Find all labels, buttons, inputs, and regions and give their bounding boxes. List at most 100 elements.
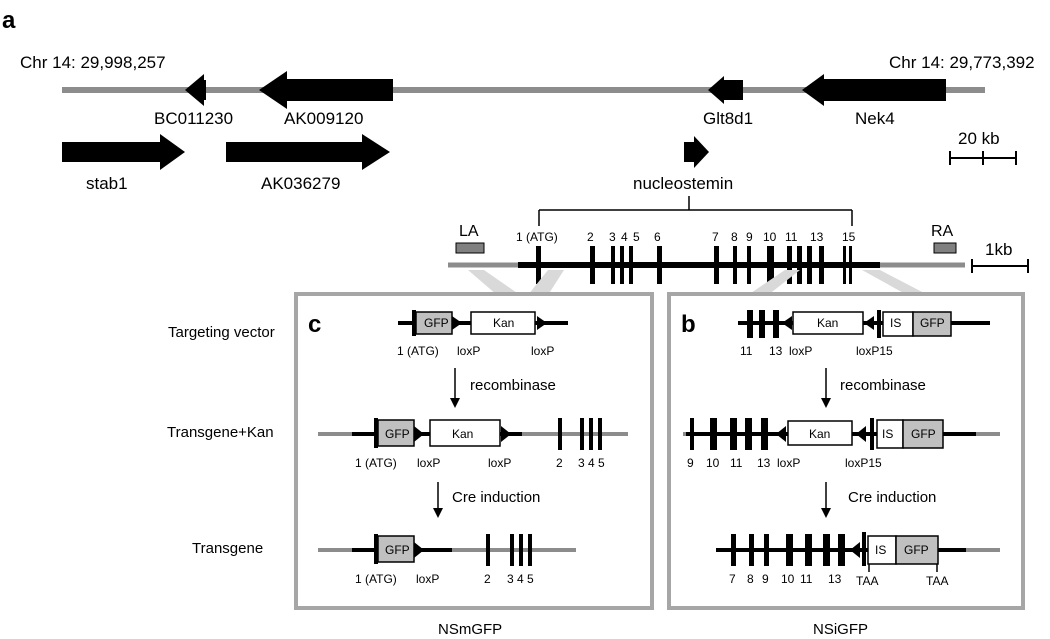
gene-arrow-bc011230	[185, 74, 206, 106]
panel-c-t-exon3-label: 3	[507, 572, 514, 586]
gene-arrow-glt8d1	[708, 76, 743, 104]
row-label-transgene: Transgene	[192, 540, 263, 557]
is-box	[867, 535, 897, 565]
panel-b-name: NSiGFP	[813, 621, 868, 638]
panel-c-t-exon2-label: 2	[484, 572, 491, 586]
panel-b-tv-loxp15-label: loxP15	[856, 344, 893, 358]
exon-label-10: 10	[763, 230, 777, 244]
exon-label-3: 3	[609, 230, 616, 244]
panel-b-tk-loxp15-label: loxP15	[845, 456, 882, 470]
panel-b-t-is-label: IS	[875, 543, 886, 557]
gfp-box	[912, 311, 952, 337]
row-label-transgene-kan: Transgene+Kan	[167, 424, 274, 441]
panel-b-recombinase-label: recombinase	[840, 377, 926, 394]
left-arm-label: LA	[459, 223, 479, 240]
panel-b-t-exon11-label: 11	[800, 572, 813, 586]
panel-c-t-exon4-label: 4	[517, 572, 524, 586]
gfp-box	[377, 535, 415, 563]
panel-c-tk-loxp2-label: loxP	[488, 456, 511, 470]
panel-b-frame	[667, 292, 1025, 610]
panel-c-cre-label: Cre induction	[452, 489, 540, 506]
scale-bar-20kb	[949, 151, 1017, 165]
scale-label-1kb: 1kb	[985, 240, 1012, 259]
loxp-triangle	[782, 316, 792, 330]
panel-b-tv-exon11-label: 11	[740, 344, 753, 358]
gene-arrow-ak036279	[226, 134, 390, 170]
kan-box	[470, 311, 536, 335]
panel-b-tk-loxp-label: loxP	[777, 456, 800, 470]
panel-b-tv-is-label: IS	[890, 316, 901, 330]
panel-c-t-loxp-label: loxP	[416, 572, 439, 586]
gene-map-exons	[536, 246, 852, 284]
gene-label-bc011230: BC011230	[154, 109, 233, 128]
arrow-down-icon	[450, 398, 460, 408]
panel-c-tk-exon3-label: 3	[578, 456, 585, 470]
loxp15-triangle	[856, 426, 866, 442]
loxp-triangle	[776, 426, 786, 442]
gene-label-nucleostemin: nucleostemin	[633, 174, 733, 193]
exon-label-9: 9	[746, 230, 753, 244]
panel-b-tk-exon13-label: 13	[757, 456, 771, 470]
panel-b-transgene-kan	[683, 418, 1000, 450]
panel-b-cre-label: Cre induction	[848, 489, 936, 506]
panel-c-frame	[294, 292, 654, 610]
gene-label-glt8d1: Glt8d1	[703, 109, 753, 128]
exon-label-2: 2	[587, 230, 594, 244]
right-arm-box	[933, 242, 957, 254]
exon-label-8: 8	[731, 230, 738, 244]
panel-b-t-exon8-label: 8	[747, 572, 754, 586]
panel-b-tk-kan-label: Kan	[809, 427, 830, 441]
homology-projection-c-left	[468, 270, 520, 295]
scale-label-20kb: 20 kb	[958, 129, 1000, 148]
kan-box	[787, 420, 853, 446]
gene-label-nek4: Nek4	[855, 109, 895, 128]
panel-b-t-exon10-label: 10	[781, 572, 795, 586]
chr-left-coordinate: Chr 14: 29,998,257	[20, 53, 166, 72]
panel-c-tk-exon2-label: 2	[556, 456, 563, 470]
homology-projection-c-right	[528, 270, 564, 295]
arrow-down-icon	[821, 508, 831, 518]
panel-c-tk-gfp-label: GFP	[385, 427, 410, 441]
panel-c-tv-loxp2-label: loxP	[531, 344, 554, 358]
panel-b-t-exon7-label: 7	[729, 572, 736, 586]
loxp-triangle	[501, 426, 511, 442]
loxp-triangle	[414, 426, 424, 442]
gene-label-ak009120: AK009120	[284, 109, 363, 128]
gene-arrow-nucleostemin	[684, 136, 709, 168]
loxp-triangle	[850, 542, 860, 558]
panel-c-t-exon5-label: 5	[527, 572, 534, 586]
panel-b-tv-loxp-label: loxP	[789, 344, 812, 358]
zoom-bracket	[538, 196, 853, 226]
exon-label-5: 5	[633, 230, 640, 244]
loxp-triangle	[537, 316, 547, 330]
panel-b-tk-exon9-label: 9	[687, 456, 694, 470]
panel-b-tk-gfp-label: GFP	[911, 427, 936, 441]
loxp15-triangle	[864, 316, 874, 330]
panel-a-label: a	[2, 7, 16, 34]
scale-bar-1kb	[971, 259, 1029, 273]
panel-b-tk-exon10-label: 10	[706, 456, 720, 470]
panel-b-t-taa2-label: TAA	[926, 574, 948, 588]
panel-c-label: c	[308, 311, 321, 338]
exon-label-1: 1 (ATG)	[516, 230, 558, 244]
loxp-triangle	[452, 316, 462, 330]
panel-c-tv-kan-label: Kan	[493, 316, 514, 330]
panel-c-tk-exon4-label: 4	[588, 456, 595, 470]
gene-label-stab1: stab1	[86, 174, 128, 193]
homology-projection-b-left	[748, 270, 800, 295]
panel-c-tk-kan-label: Kan	[452, 427, 473, 441]
chr-right-coordinate: Chr 14: 29,773,392	[889, 53, 1035, 72]
right-arm-label: RA	[931, 223, 954, 240]
exon-label-6: 6	[654, 230, 661, 244]
panel-b-transgene	[716, 532, 1000, 572]
panel-c-t-atg-label: 1 (ATG)	[355, 572, 397, 586]
panel-b-tk-is-label: IS	[882, 427, 893, 441]
panel-c-tv-atg-label: 1 (ATG)	[397, 344, 439, 358]
gene-arrow-stab1	[62, 134, 185, 170]
panel-c-tk-loxp1-label: loxP	[417, 456, 440, 470]
panel-b-label: b	[681, 311, 696, 338]
gene-arrow-nek4	[802, 74, 946, 106]
left-arm-box	[455, 242, 485, 254]
loxp-triangle	[414, 542, 424, 558]
